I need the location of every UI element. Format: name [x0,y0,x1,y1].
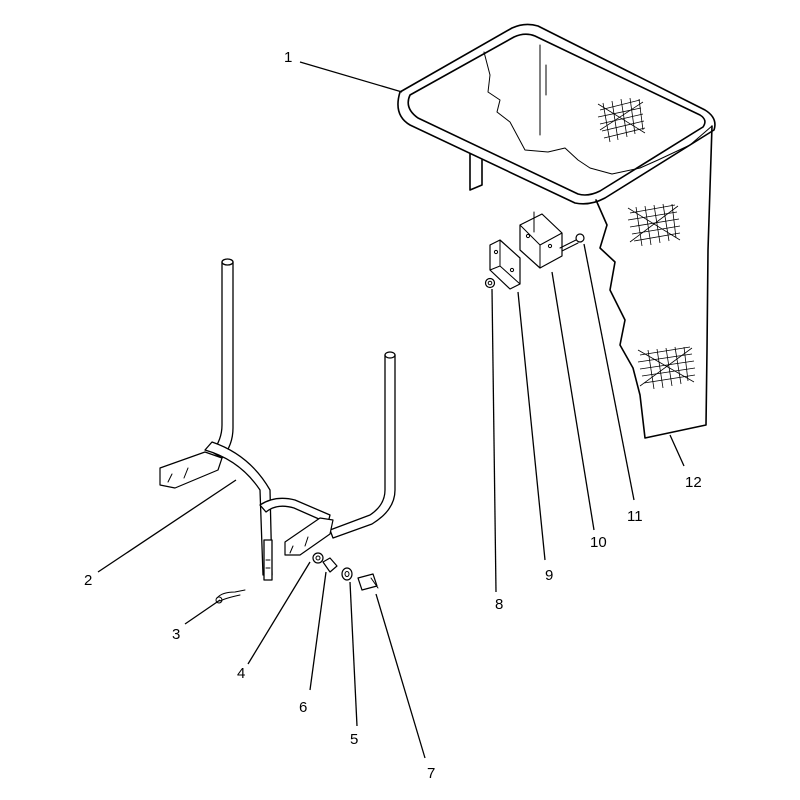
clip-3 [215,589,246,604]
callout-7: 7 [427,765,435,782]
callout-9: 9 [545,567,553,584]
mesh-patch-bottom [637,346,696,390]
callout-1: 1 [284,49,292,66]
bag-frame [397,23,716,205]
bracket-10 [519,211,563,269]
grass-bag [483,51,713,439]
callout-3: 3 [172,626,180,643]
callout-6: 6 [299,699,307,716]
callout-4: 4 [237,665,245,682]
screw-11 [559,233,585,252]
leader-lines [97,61,685,759]
spacer-6 [322,557,338,573]
callout-2: 2 [84,572,92,589]
nut-8 [484,277,496,289]
nut-4 [312,552,324,564]
callout-10: 10 [590,534,607,551]
callout-11: 11 [627,508,643,525]
mesh-patch-top [597,97,646,143]
callout-labels: 1 2 3 4 5 6 7 8 9 10 11 12 [84,49,702,782]
callout-5: 5 [350,731,358,748]
bracket-9 [489,239,521,290]
bolt-7 [357,573,379,591]
washer-5 [341,567,353,581]
callout-8: 8 [495,596,503,613]
callout-12: 12 [685,474,702,491]
mesh-patch-middle [627,203,681,247]
handle-frame [159,258,396,581]
